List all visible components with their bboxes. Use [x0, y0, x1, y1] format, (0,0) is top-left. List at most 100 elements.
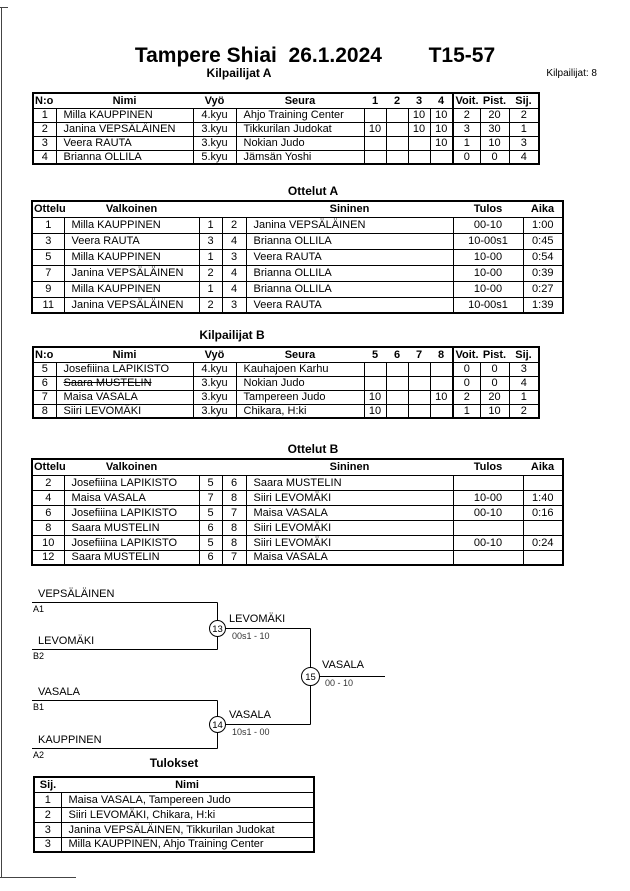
cell: 0:54 [522, 248, 564, 266]
cell: 2 [198, 296, 223, 314]
column-header: Ottelu [32, 201, 66, 218]
cell: 0 [479, 361, 510, 377]
cell: Veera RAUTA [245, 248, 454, 266]
cell [363, 107, 387, 123]
column-header [222, 201, 246, 218]
cell: Maisa VASALA [55, 389, 194, 405]
cell [385, 121, 409, 137]
cell: 5 [32, 361, 57, 377]
cell: 1:40 [522, 489, 564, 506]
column-header: 8 [430, 347, 453, 363]
cell [522, 519, 564, 536]
cell: 1 [198, 216, 223, 234]
cell: 00-10 [452, 504, 524, 521]
cell: 3 [508, 361, 540, 377]
column-header: Sij. [34, 777, 61, 793]
cell: Siiri LEVOMÄKI [245, 519, 454, 536]
column-header: Tulos [453, 201, 523, 218]
column-header: N:o [33, 93, 56, 109]
page-title: Tampere Shiai 26.1.2024 T15-57 [134, 44, 496, 67]
column-header: Sij. [509, 347, 539, 363]
cell: 0:27 [522, 280, 564, 298]
column-header: Nimi [56, 93, 193, 109]
section-title-ottelut-b: Ottelut B [287, 442, 339, 456]
cell: 0 [452, 361, 481, 377]
cell: 8 [221, 534, 247, 551]
cell [429, 361, 454, 377]
column-header: Sininen [246, 201, 453, 218]
column-header: Voit. [452, 347, 480, 363]
cell: 6 [198, 519, 223, 536]
cell: 10 [363, 389, 387, 405]
cell: 1:39 [522, 296, 564, 314]
match-15-node-circle [301, 667, 320, 686]
cell: 0 [479, 149, 510, 165]
cell [385, 135, 409, 151]
section-title-kilpailijat-b: Kilpailijat B [199, 328, 265, 342]
column-header [222, 459, 246, 476]
bracket-seed-a1: A1 [33, 604, 45, 614]
cell: Janina VEPSÄLÄINEN [63, 264, 200, 282]
column-header: Sij. [509, 93, 539, 109]
cell: Veera RAUTA [55, 135, 194, 151]
cell: Milla KAUPPINEN [63, 280, 200, 298]
cell: Nokian Judo [235, 375, 365, 391]
cell: 1:00 [522, 216, 564, 234]
cell [385, 149, 409, 165]
cell: Janina VEPSÄLÄINEN [55, 121, 194, 137]
cell [363, 375, 387, 391]
cell: 3 [221, 296, 247, 314]
bracket-player-vasala: VASALA [38, 686, 80, 698]
cell: 10 [407, 107, 431, 123]
cell: 10 [363, 403, 387, 419]
cell: Brianna OLLILA [55, 149, 194, 165]
cell: 3.kyu [192, 403, 237, 419]
column-header: 1 [364, 93, 386, 109]
section-title-tulokset: Tulokset [149, 756, 199, 770]
cell: 3 [31, 232, 65, 250]
bracket-sf2-score: 10s1 - 00 [232, 727, 270, 737]
cell: Siiri LEVOMÄKI [245, 489, 454, 506]
cell: 0:16 [522, 504, 564, 521]
cell: 2 [221, 216, 247, 234]
cell: Saara MUSTELIN [245, 474, 454, 491]
competitors-count: Kilpailijat: 8 [546, 68, 597, 79]
column-header [199, 201, 222, 218]
bracket-sf1-winner: LEVOMÄKI [229, 613, 286, 625]
cell [429, 375, 454, 391]
cell: 1 [452, 135, 481, 151]
cell: 10-00 [452, 489, 524, 506]
column-header: 6 [386, 347, 408, 363]
cell: 4 [32, 149, 57, 165]
column-header: Valkoinen [64, 459, 199, 476]
cell [452, 474, 524, 491]
match-14-node-circle [209, 716, 226, 733]
cell: 2 [508, 403, 540, 419]
cell: 8 [221, 519, 247, 536]
cell: 3.kyu [192, 389, 237, 405]
cell: 10 [479, 403, 510, 419]
cell [385, 375, 409, 391]
cell [385, 361, 409, 377]
cell: 6 [221, 474, 247, 491]
cell: 4 [508, 149, 540, 165]
cell: 6 [198, 549, 223, 566]
